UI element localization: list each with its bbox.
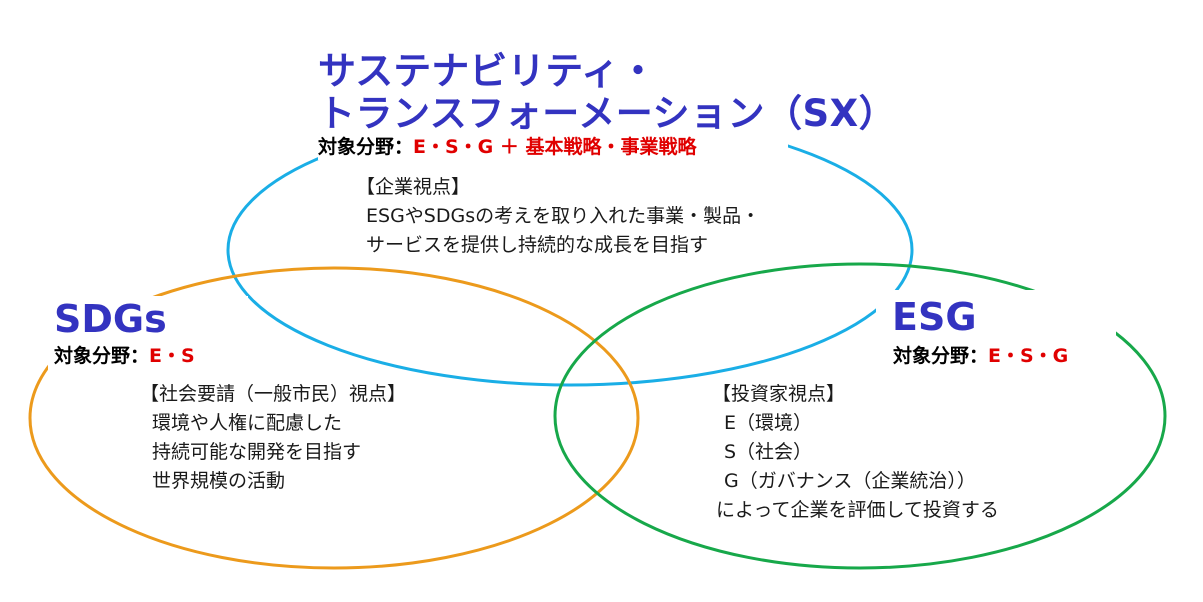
esg-target-field: 対象分野：E・S・G: [893, 344, 1068, 368]
sdgs-view-title: 【社会要請（一般市民）視点】: [140, 383, 407, 405]
sdgs-ring: [28, 266, 640, 570]
sx-view-line: サービスを提供し持続的な成長を目指す: [366, 234, 709, 256]
esg-ring: [553, 262, 1167, 570]
sx-title-mask: [318, 98, 788, 160]
sdgs-title-mask: [48, 296, 248, 374]
sdgs-target-field: 対象分野：E・S: [54, 344, 195, 368]
sdgs-view-line: 環境や人権に配慮した: [152, 412, 343, 434]
esg-target-label: 対象分野：: [893, 345, 989, 367]
sx-target-value: E・S・G ＋ 基本戦略・事業戦略: [413, 136, 697, 158]
esg-view-line: G（ガバナンス（企業統治））: [724, 470, 976, 492]
sx-view-title: 【企業視点】: [356, 176, 471, 198]
sx-view-line: ESGやSDGsの考えを取り入れた事業・製品・: [366, 205, 761, 227]
esg-view-line: によって企業を評価して投資する: [716, 499, 999, 521]
sx-title-line2: トランスフォーメーション（SX）: [318, 92, 897, 135]
sdgs-view-line: 世界規模の活動: [152, 470, 286, 492]
esg-view-line: E（環境）: [724, 412, 813, 434]
esg-view: 【投資家視点】 E（環境） S（社会） G（ガバナンス（企業統治）） によって企…: [712, 380, 999, 525]
sdgs-target-label: 対象分野：: [54, 345, 150, 367]
sdgs-view: 【社会要請（一般市民）視点】 環境や人権に配慮した 持続可能な開発を目指す 世界…: [140, 380, 406, 496]
esg-title-mask: [876, 290, 1116, 374]
sx-view: 【企業視点】 ESGやSDGsの考えを取り入れた事業・製品・ サービスを提供し持…: [356, 173, 760, 260]
sdgs-view-line: 持続可能な開発を目指す: [152, 441, 362, 463]
sx-target-label: 対象分野：: [318, 136, 414, 158]
esg-target-value: E・S・G: [988, 345, 1069, 367]
sx-title-line1: サステナビリティ・: [318, 49, 657, 93]
sdgs-title: SDGs: [54, 297, 167, 341]
esg-view-line: S（社会）: [724, 441, 813, 463]
sdgs-target-value: E・S: [149, 345, 195, 367]
sx-target-field: 対象分野：E・S・G ＋ 基本戦略・事業戦略: [318, 135, 697, 159]
esg-title: ESG: [892, 295, 977, 339]
esg-view-title: 【投資家視点】: [712, 383, 846, 405]
